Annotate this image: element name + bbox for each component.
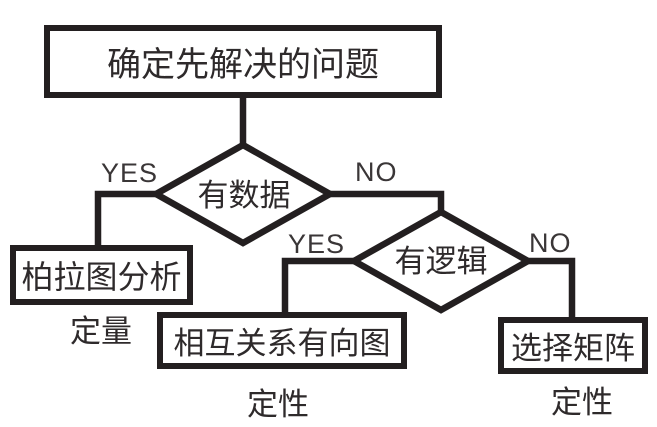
outcome-matrix-label: 选择矩阵 (511, 331, 635, 366)
decision1-label: 有数据 (197, 178, 291, 213)
start-node-label: 确定先解决的问题 (107, 46, 379, 84)
outcome-matrix-node: 选择矩阵 (498, 317, 648, 374)
outcome-pareto-node: 柏拉图分析 (10, 245, 193, 305)
outcome-digraph-label: 相互关系有向图 (173, 326, 391, 361)
connector-decision1-no (328, 190, 445, 216)
decision1-diamond (149, 141, 337, 247)
decision2-yes-label: YES (288, 229, 346, 259)
connector-decision2-yes (281, 257, 358, 317)
outcome-digraph-caption: 定性 (247, 387, 309, 422)
decision2-no-label: NO (529, 228, 572, 258)
outcome-pareto-label: 柏拉图分析 (21, 259, 182, 295)
decision1-yes-label: YES (101, 158, 159, 188)
decision2-label: 有逻辑 (394, 244, 488, 279)
start-node: 确定先解决的问题 (44, 25, 442, 98)
outcome-digraph-node: 相互关系有向图 (157, 312, 407, 369)
connector-decision2-no (525, 257, 576, 322)
outcome-pareto-caption: 定量 (70, 314, 132, 349)
connector-decision1-yes (94, 190, 160, 250)
outcome-matrix-caption: 定性 (551, 385, 613, 420)
decision2-diamond (347, 208, 535, 314)
decision1-no-label: NO (355, 157, 398, 187)
